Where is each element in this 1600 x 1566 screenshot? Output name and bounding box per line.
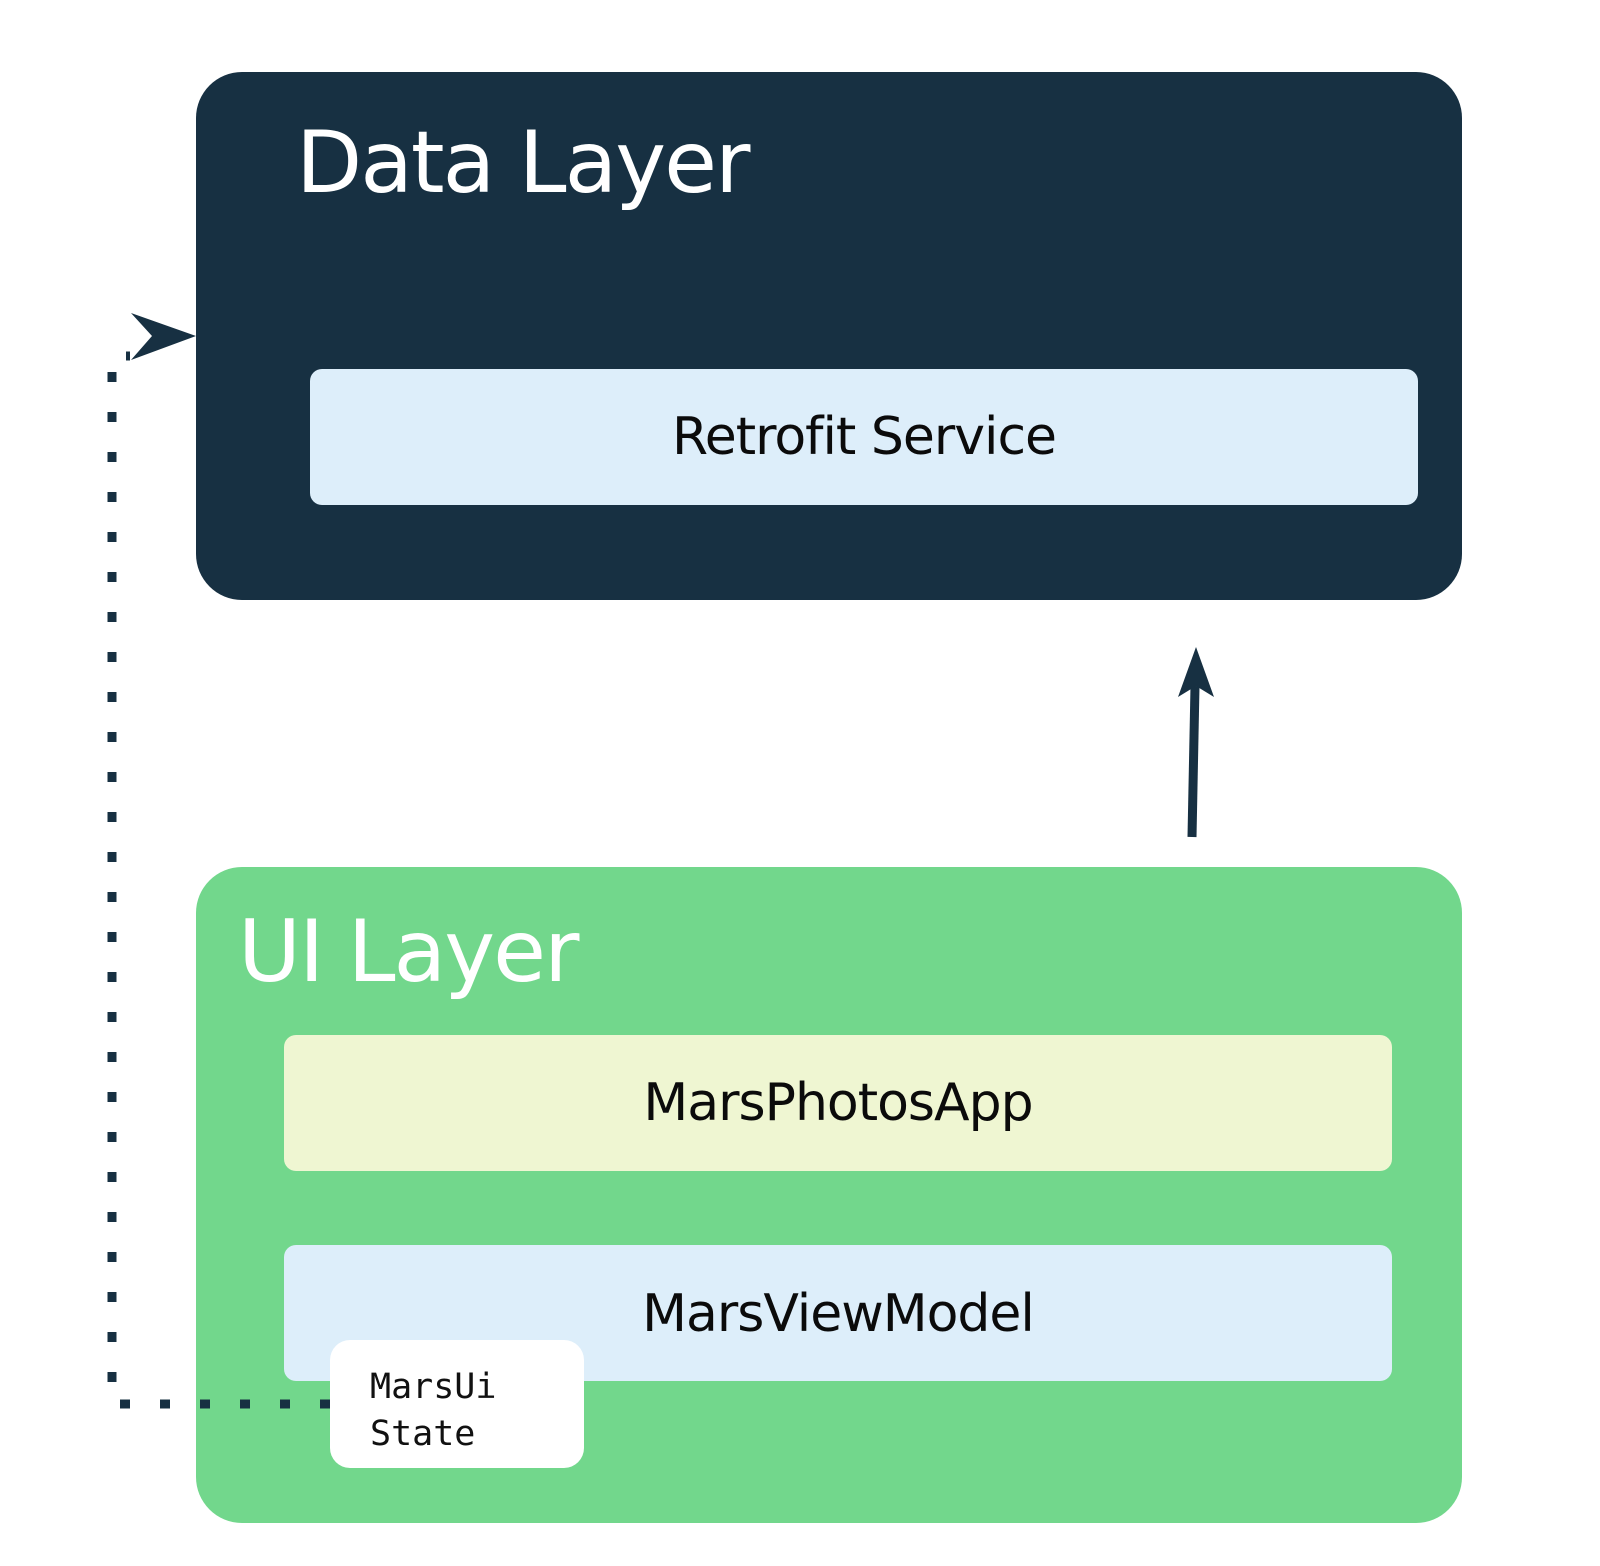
retrofit-service-box: Retrofit Service <box>310 369 1418 505</box>
ui-layer-title: UI Layer <box>238 902 579 1002</box>
ui-to-data-arrow-line <box>1187 685 1200 838</box>
mars-ui-state-box: MarsUi State <box>330 1340 584 1468</box>
ui-state-label-line1: MarsUi <box>370 1367 497 1407</box>
mars-photos-app-box: MarsPhotosApp <box>284 1035 1392 1171</box>
data-layer-container: Data Layer Retrofit Service <box>196 72 1462 600</box>
ui-state-feedback-arrowhead <box>131 313 196 360</box>
ui-layer-container: UI Layer MarsPhotosApp MarsViewModel Mar… <box>196 867 1462 1523</box>
ui-state-label-line2: State <box>370 1414 476 1454</box>
ui-to-data-arrowhead <box>1178 647 1214 697</box>
data-layer-title: Data Layer <box>296 113 750 213</box>
